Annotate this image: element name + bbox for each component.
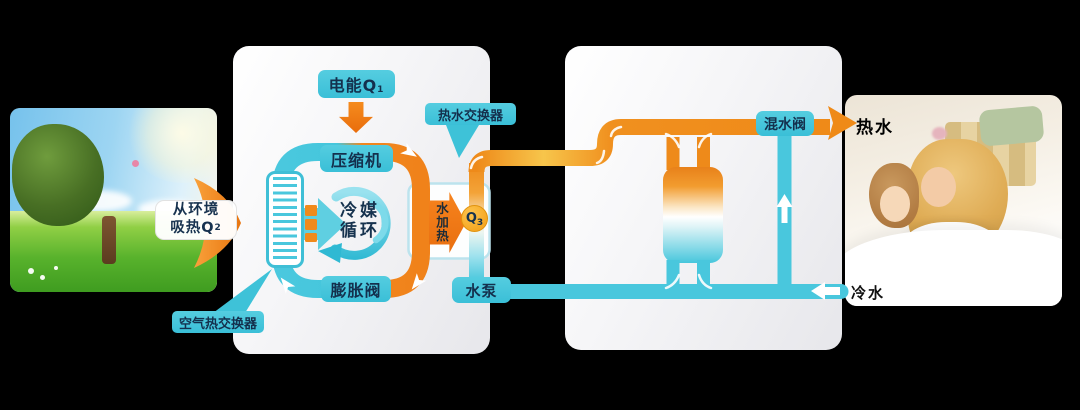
water-pump-label: 水泵 [452, 277, 511, 303]
pink-petal [132, 160, 139, 167]
flower-dot [54, 266, 58, 270]
mother-face-shape [920, 166, 956, 207]
tree-icon [12, 124, 104, 226]
cycle-swirl-inner-arc [368, 199, 389, 244]
flow-arrow [280, 277, 296, 294]
family-photo [845, 95, 1062, 306]
flow-arrow [400, 143, 417, 157]
left-flow-arrow [811, 282, 840, 300]
water-heating-text: 水加热 [434, 202, 449, 243]
flower-dot [28, 268, 34, 274]
hot-water-outlet-arrow [828, 106, 857, 140]
flow-arrow [411, 273, 427, 290]
mixing-valve-label: 混水阀 [756, 111, 814, 136]
hot-water-text: 热水 [856, 118, 894, 138]
pipe-highlight-arcs [469, 125, 713, 290]
hot-water-pipe [468, 119, 830, 173]
hot-water-exchanger-label: 热水交换器 [425, 103, 516, 125]
air-exchanger-callout [213, 269, 272, 313]
absorb-heat-line1: 从环境 [172, 201, 220, 218]
hot-water-exchanger-callout [446, 125, 479, 158]
compressor-label: 压缩机 [320, 145, 393, 172]
pink-flower-shape [931, 126, 947, 140]
cold-water-text: 冷水 [851, 284, 886, 302]
child-face-shape [879, 185, 911, 222]
tree-trunk [102, 216, 116, 264]
flower-dot [40, 275, 45, 280]
water-tank [663, 167, 723, 263]
up-flow-arrow [776, 194, 793, 223]
duvet-shape [845, 230, 1062, 306]
refrigerant-cycle-text: 冷媒 循环 [340, 201, 380, 241]
air-heat-exchanger-coil [266, 171, 304, 268]
expansion-valve-label: 膨胀阀 [321, 276, 391, 302]
cycle-swirl-arrowhead [318, 243, 342, 263]
coil-fins [273, 177, 297, 262]
heat-dashes [305, 205, 317, 242]
nature-photo [10, 108, 217, 292]
air-heat-exchanger-label: 空气热交换器 [172, 311, 264, 333]
